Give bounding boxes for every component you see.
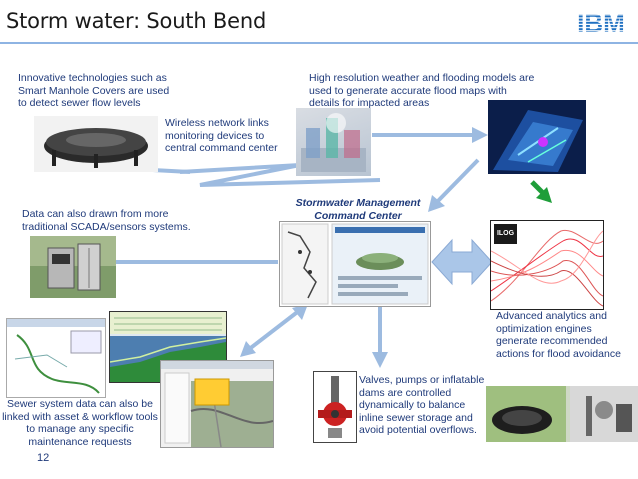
weather-to-map-arrowhead bbox=[472, 127, 488, 143]
manhole-caption: Innovative technologies such as Smart Ma… bbox=[18, 72, 170, 109]
page-number: 12 bbox=[37, 452, 50, 464]
valves-caption: Valves, pumps or inflatable dams are con… bbox=[359, 374, 485, 436]
center-to-sewer-arrow-line bbox=[246, 308, 302, 352]
workflow-tool-image bbox=[160, 360, 274, 448]
wireless-caption: Wireless network links monitoring device… bbox=[165, 117, 278, 154]
inflatable-dam-image bbox=[486, 386, 638, 442]
valve-device-image bbox=[313, 371, 357, 443]
map-to-center-arrowhead bbox=[428, 195, 445, 212]
sewer-caption: Sewer system data can also be linked wit… bbox=[2, 398, 158, 448]
weather-caption: High resolution weather and flooding mod… bbox=[309, 72, 535, 109]
smart-manhole-image bbox=[34, 116, 158, 172]
ilog-logo: ILOG bbox=[494, 224, 517, 244]
sewer-map-image bbox=[6, 318, 106, 398]
command-center-title-line2: Command Center bbox=[314, 209, 402, 222]
title-divider bbox=[0, 42, 638, 44]
ibm-logo-text: IBM bbox=[577, 9, 625, 35]
center-to-sewer-arrowhead-a bbox=[240, 341, 256, 357]
command-center-title: Stormwater Management Command Center bbox=[280, 197, 436, 222]
wireless-link-zigzag bbox=[179, 163, 381, 187]
scada-sensor-image bbox=[30, 236, 116, 298]
analytics-double-arrow bbox=[431, 238, 493, 286]
map-to-center-arrow-line bbox=[435, 158, 480, 204]
command-center-dashboard-image bbox=[279, 221, 431, 307]
flood-map-image bbox=[488, 100, 586, 174]
slide-title: Storm water: South Bend bbox=[6, 9, 267, 33]
command-center-title-line1: Stormwater Management bbox=[295, 197, 421, 209]
green-arrowhead bbox=[536, 187, 552, 203]
ibm-logo: IBM bbox=[577, 9, 625, 35]
center-to-sewer-arrowhead-b bbox=[292, 304, 308, 320]
weather-model-image bbox=[296, 108, 371, 176]
analytics-caption: Advanced analytics and optimization engi… bbox=[496, 310, 621, 360]
scada-caption: Data can also drawn from more traditiona… bbox=[22, 208, 191, 233]
center-to-valves-arrowhead bbox=[372, 352, 388, 368]
